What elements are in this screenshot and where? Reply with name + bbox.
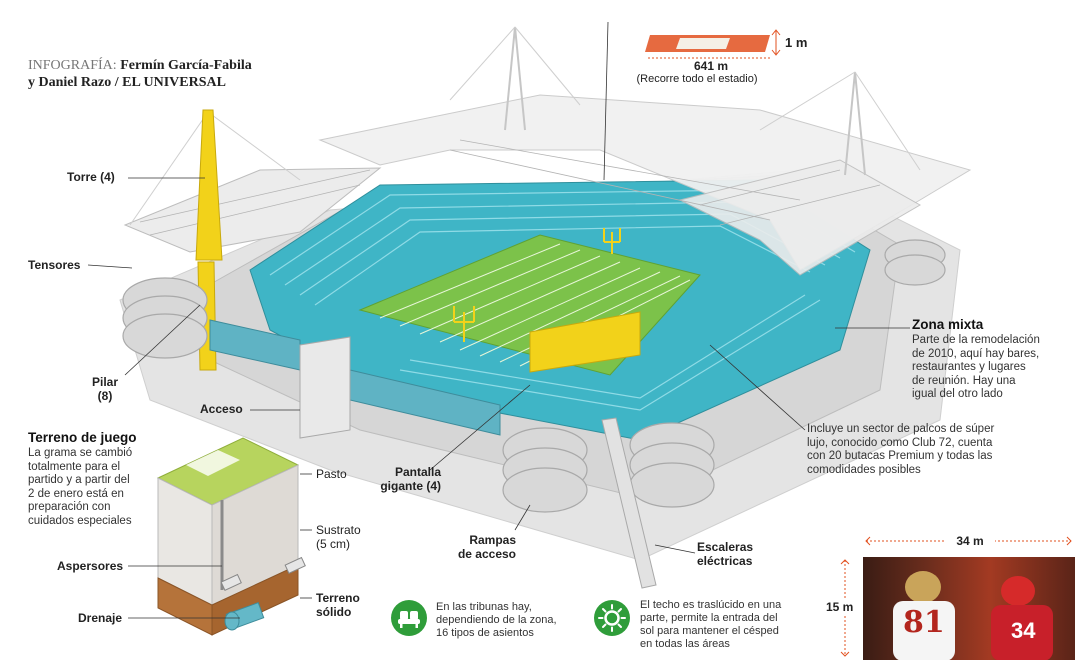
label-sustrato-line-2: (5 cm) (316, 537, 350, 551)
credit: INFOGRAFÍA: Fermín García-Fabila y Danie… (28, 57, 252, 91)
seats-note-line-1: En las tribunas hay, (436, 601, 532, 613)
club-line-3: con 20 butacas Premium y todas las (807, 450, 993, 462)
zona-mixta-line-5: igual del otro lado (912, 388, 1003, 400)
label-escaleras-line-1: Escaleras (697, 540, 754, 554)
label-pilar-line-2: (8) (97, 389, 113, 403)
zona-mixta-line-1: Parte de la remodelación (912, 334, 1040, 346)
club-line-1: Incluye un sector de palcos de súper (807, 423, 995, 435)
label-tensores: Tensores (28, 258, 81, 272)
label-acceso: Acceso (200, 402, 243, 416)
label-drenaje: Drenaje (78, 611, 123, 625)
label-pilar: Pilar (8) (80, 375, 130, 403)
screen-photo: 81 34 (863, 557, 1075, 660)
terreno-title: Terreno de juego (28, 430, 137, 445)
escalator (601, 417, 657, 589)
jersey-34: 34 (1011, 618, 1036, 643)
label-solido-line-1: Terreno (316, 591, 360, 605)
length-value: 641 m (693, 59, 729, 73)
label-torre: Torre (4) (67, 170, 115, 184)
seats-note: En las tribunas hay, dependiendo de la z… (436, 601, 586, 640)
roof-note-line-3: sol para mantener el césped (640, 625, 779, 637)
zona-mixta-block: Zona mixta Parte de la remodelación de 2… (912, 317, 1072, 402)
sun-icon (594, 600, 630, 636)
roof-trusses (139, 139, 881, 236)
credit-line-1: Fermín García-Fabila (120, 58, 252, 73)
terreno-block: Terreno de juego La grama se cambió tota… (28, 430, 178, 528)
label-rampas-line-1: Rampas (469, 533, 516, 547)
roof-note-line-4: en todas las áreas (640, 638, 730, 650)
club-block: Incluye un sector de palcos de súper luj… (807, 423, 1057, 477)
giant-screen (529, 311, 641, 373)
label-pantalla: Pantalla gigante (4) (355, 465, 441, 493)
label-escaleras-line-2: eléctricas (697, 554, 753, 568)
zona-mixta-line-3: restaurantes y lugares (912, 361, 1026, 373)
terreno-line-4: 2 de enero está en (28, 487, 124, 500)
jersey-81: 81 (903, 605, 945, 640)
zona-mixta-title: Zona mixta (912, 317, 984, 332)
goal-posts (453, 228, 621, 342)
label-terreno-solido: Terreno sólido (316, 591, 360, 619)
leader-lines (87, 21, 910, 554)
seats-note-line-2: dependiendo de la zona, (436, 614, 557, 626)
label-pasto: Pasto (316, 467, 347, 481)
access-building (299, 336, 351, 439)
label-solido-line-2: sólido (316, 605, 352, 619)
label-escaleras: Escaleras eléctricas (697, 540, 753, 568)
roof-right (678, 159, 922, 276)
seats-note-line-3: 16 tipos de asientos (436, 627, 534, 639)
soil-white-line (186, 450, 240, 476)
seat-icon-glyph (398, 611, 420, 628)
players-illustration (893, 571, 1053, 660)
towers (504, 26, 866, 176)
club-line-4: comodidades posibles (807, 463, 921, 476)
terreno-line-5: preparación con (28, 501, 111, 513)
label-pantalla-line-1: Pantalla (394, 465, 441, 479)
seat-icon (391, 600, 427, 636)
terreno-line-1: La grama se cambió (28, 447, 133, 459)
length-marker (648, 29, 781, 59)
roof-note-line-2: parte, permite la entrada del (640, 612, 778, 624)
height-1m: 1 m (785, 35, 808, 50)
credit-line-2: y Daniel Razo / EL UNIVERSAL (28, 75, 226, 90)
label-sustrato: Sustrato (5 cm) (316, 523, 361, 551)
sun-icon-glyph (598, 604, 626, 632)
tensor-cables (129, 26, 921, 226)
label-pantalla-line-2: gigante (4) (380, 479, 441, 493)
roof-note: El techo es traslúcido en una parte, per… (640, 599, 800, 651)
label-sustrato-line-1: Sustrato (316, 523, 361, 537)
sprinkler-pipe-a (220, 573, 242, 591)
label-rampas: Rampas de acceso (438, 533, 516, 561)
screen-width: 34 m (945, 534, 995, 548)
zona-mixta-line-2: de 2010, aquí hay bares, (912, 347, 1040, 360)
label-rampas-line-2: de acceso (457, 547, 516, 561)
soil-leaders (128, 473, 312, 619)
terreno-line-2: totalmente para el (28, 460, 121, 473)
credit-prefix: INFOGRAFÍA: (28, 58, 117, 73)
terreno-line-3: partido y a partir del (28, 474, 130, 486)
label-pilar-line-1: Pilar (91, 375, 118, 389)
yellow-tower (195, 109, 223, 261)
drain-pipe (224, 602, 265, 631)
length-graphic-inner (676, 38, 730, 49)
length-note: (Recorre todo el estadio) (636, 73, 758, 85)
spiral-ramps (122, 239, 946, 513)
zona-mixta-line-4: de reunión. Hay una (912, 374, 1016, 387)
terreno-line-6: cuidados especiales (28, 514, 132, 527)
roof-left (123, 167, 382, 253)
sprinkler-pipe-b (284, 556, 306, 574)
label-aspersores: Aspersores (57, 559, 124, 573)
roof-note-line-1: El techo es traslúcido en una (640, 599, 782, 611)
screen-height: 15 m (826, 600, 854, 614)
club-line-2: lujo, conocido como Club 72, cuenta (807, 436, 993, 449)
